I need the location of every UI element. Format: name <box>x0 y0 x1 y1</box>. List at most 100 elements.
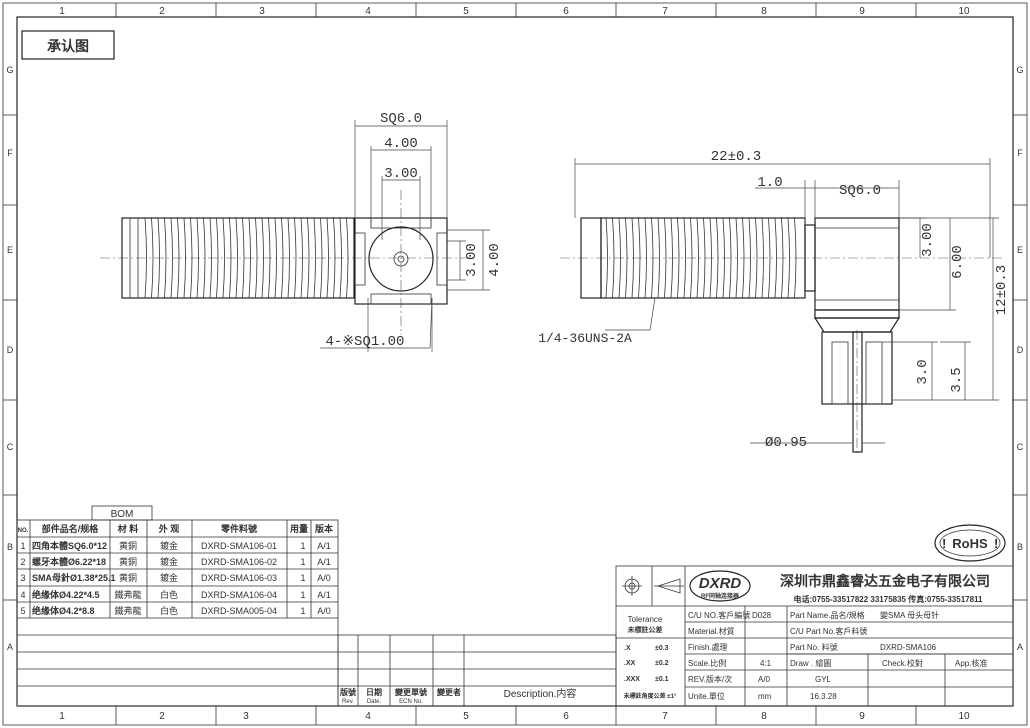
thread-line <box>677 217 680 299</box>
tol-value: ±0.3 <box>655 645 669 652</box>
thread-line <box>729 217 732 299</box>
thread-line <box>761 217 764 299</box>
bom-cell-name: 螺牙本體Ø6.22*18 <box>32 556 106 567</box>
row-letter: G <box>1016 65 1023 75</box>
bom-cell-no: 5 <box>20 606 25 616</box>
thread-line <box>307 217 310 299</box>
tolerance-title: Tolerance <box>628 615 663 624</box>
rohs-text: RoHS <box>952 536 988 551</box>
bom-cell-part: DXRD-SMA106-04 <box>201 590 277 600</box>
part-no-label: Part No. 料號 <box>790 642 838 652</box>
bom-header-no: NO. <box>18 528 29 534</box>
dim-4: 4.00 <box>384 136 418 152</box>
bom-cell-name: SMA母針Ø1.38*25.1 <box>32 572 116 583</box>
thread-line <box>326 217 329 299</box>
bom-header-finish: 外 观 <box>158 523 180 534</box>
col-number: 8 <box>761 711 767 722</box>
tol-value: ±0.1 <box>655 676 669 683</box>
description-label: Description.内容 <box>504 687 577 700</box>
dim-v12-side: 12±0.3 <box>994 265 1010 315</box>
col-number: 6 <box>563 711 569 722</box>
unit-value: mm <box>758 692 772 701</box>
thread-line <box>346 217 349 299</box>
row-letter: F <box>7 148 13 158</box>
thread-line <box>774 217 777 299</box>
row-letter: E <box>1017 245 1023 255</box>
col-number: 5 <box>463 711 469 722</box>
cu-no-value: D028 <box>752 611 772 620</box>
row-letter: B <box>1017 542 1023 552</box>
rohs-mark-right: ! <box>994 536 998 551</box>
col-number: 9 <box>859 6 865 17</box>
bom-header-name: 部件品名/规格 <box>42 523 100 534</box>
col-number: 3 <box>259 6 265 17</box>
thread-line <box>605 217 608 299</box>
date-label: 日期 <box>366 687 382 697</box>
thread-line <box>177 217 180 299</box>
approval-title-box: 承认图 <box>21 30 115 60</box>
tol-key: .XX <box>624 660 636 667</box>
row-letter: A <box>7 642 13 652</box>
revision-block: 版號 日期 變更單號 變更者 Rev. Date. ECN No. Descri… <box>337 634 617 707</box>
dim-v4: 4.00 <box>487 243 503 277</box>
row-letter: D <box>7 345 14 355</box>
bom-cell-finish: 鍍金 <box>160 540 178 551</box>
approval-title: 承认图 <box>47 38 89 54</box>
date-label-en: Date. <box>367 699 382 705</box>
finish-label: Finish.處理 <box>688 642 728 652</box>
dim-v6-side: 6.00 <box>950 245 966 279</box>
thread-line <box>631 217 634 299</box>
unit-label: Unite.單位 <box>688 691 725 701</box>
bom-cell-finish: 白色 <box>160 589 178 600</box>
thread-line <box>339 217 342 299</box>
bom-header-part: 零件料號 <box>220 523 257 534</box>
bom-cell-rev: A/0 <box>317 606 331 616</box>
thread-line <box>768 217 771 299</box>
row-letter: E <box>7 245 13 255</box>
bom-cell-rev: A/0 <box>317 573 331 583</box>
bom-cell-mat: 鐵弗龍 <box>114 589 141 600</box>
thread-line <box>638 217 641 299</box>
thread-line <box>151 217 154 299</box>
row-letter: D <box>1017 345 1024 355</box>
bom-cell-mat: 鐵弗龍 <box>114 605 141 616</box>
thread-line <box>144 217 147 299</box>
bom-cell-qty: 1 <box>300 590 305 600</box>
col-number: 2 <box>159 711 165 722</box>
bom-cell-qty: 1 <box>300 606 305 616</box>
thread-line <box>313 217 316 299</box>
tol-value: ±0.2 <box>655 660 669 667</box>
tolerance-subtitle: 未標註公差 <box>628 625 663 634</box>
bom-cell-name: 绝缘体Ø4.2*8.8 <box>32 605 95 616</box>
thread-line <box>268 217 271 299</box>
rev-label-en: Rev. <box>342 699 354 705</box>
thread-line <box>255 217 258 299</box>
col-number: 1 <box>59 711 65 722</box>
col-number: 4 <box>365 711 371 722</box>
col-number: 7 <box>662 711 668 722</box>
thread-line <box>709 217 712 299</box>
changer-label: 變更者 <box>436 687 461 697</box>
column-numbers: 1 2 3 4 5 6 7 8 9 10 1 2 3 4 5 6 7 8 9 1… <box>59 6 970 722</box>
dim-v35: 3.5 <box>949 367 965 392</box>
bom-cell-mat: 黄銅 <box>119 556 137 567</box>
bom-header-rev: 版本 <box>314 523 334 534</box>
company-name: 深圳市鼎鑫睿达五金电子有限公司 <box>780 573 990 589</box>
thread-line <box>618 217 621 299</box>
row-letter: A <box>1017 642 1023 652</box>
bom-cell-finish: 白色 <box>160 605 178 616</box>
bom-cell-qty: 1 <box>300 557 305 567</box>
front-view: SQ6.0 4.00 3.00 3.00 4.00 4-※SQ1.00 <box>100 111 503 352</box>
bom-cell-part: DXRD-SMA106-01 <box>201 541 277 551</box>
thread-line <box>196 217 199 299</box>
rev-label: 版號 <box>339 687 356 697</box>
dim-sq1: 4-※SQ1.00 <box>326 334 405 350</box>
thread-line <box>222 217 225 299</box>
bom-cell-no: 1 <box>20 541 25 551</box>
thread-line <box>281 217 284 299</box>
col-number: 6 <box>563 6 569 17</box>
dim-v3-side: 3.00 <box>920 223 936 257</box>
rohs-mark-left: ! <box>942 536 946 551</box>
thread-line <box>716 217 719 299</box>
